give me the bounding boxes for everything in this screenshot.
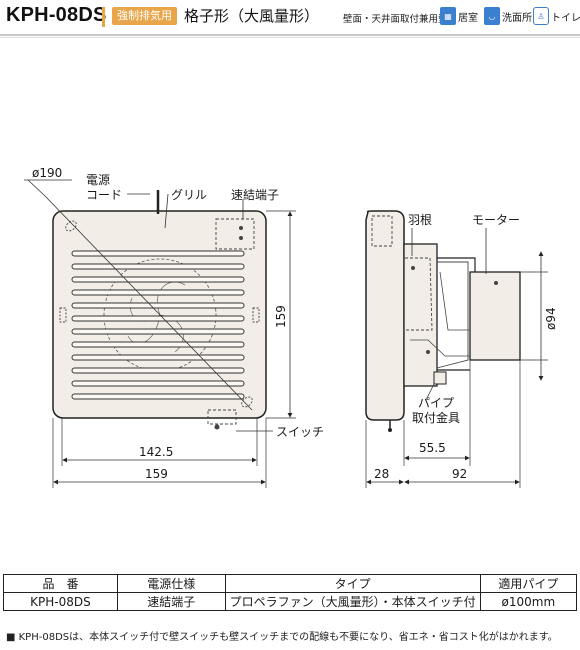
mount-holes: [59, 220, 260, 408]
header-rule: [0, 34, 580, 36]
pipe-diameter-dim: ø94: [544, 307, 558, 330]
accent-bar: [102, 7, 105, 27]
blade-label: 羽根: [408, 213, 432, 227]
grill-label: グリル: [171, 188, 207, 202]
pipe-label-2: 取付金具: [412, 410, 460, 425]
diameter-label: ø190: [32, 166, 62, 180]
side-view: [365, 210, 548, 488]
switch-label: スイッチ: [276, 425, 324, 439]
usage-badge: 強制排気用: [112, 7, 177, 25]
grill-louvers: [71, 250, 245, 400]
motor-housing: [469, 271, 521, 361]
depth-total-dim: 92: [452, 467, 467, 481]
footnote: ■ KPH-08DSは、本体スイッチ付で壁スイッチも壁スイッチまでの配線も不要に…: [6, 632, 558, 643]
header-type: タイプ: [224, 574, 481, 593]
front-view: [24, 179, 296, 488]
switch-box: [207, 409, 237, 425]
cell-power: 速結端子: [116, 592, 226, 611]
technical-drawing: ø190 電源 コード グリル 速結端子 スイッチ 159 142.5 159: [24, 166, 558, 488]
header-rule-thin: [0, 37, 580, 38]
outer-width-dim: 159: [145, 467, 168, 481]
use-label: 居室: [458, 12, 478, 24]
front-height-dim: 159: [274, 305, 288, 328]
header-pipe: 適用パイプ: [479, 574, 578, 593]
spec-table-header: 品 番 電源仕様 タイプ 適用パイプ: [3, 574, 578, 593]
diameter-line: [44, 195, 253, 411]
motor-label: モーター: [472, 213, 520, 227]
header-model: 品 番: [3, 574, 118, 593]
depth-front-dim: 28: [374, 467, 389, 481]
mount-type: 壁面・天井面取付兼用型: [343, 14, 448, 25]
cell-model: KPH-08DS: [3, 592, 118, 611]
cell-type: プロペラファン（大風量形）・本体スイッチ付: [224, 592, 481, 611]
use-toilet: ♙ トイレ: [533, 6, 580, 26]
page-header: KPH-08DS 強制排気用 格子形（大風量形） 壁面・天井面取付兼用型 ▦ 居…: [0, 0, 580, 42]
model-number: KPH-08DS: [6, 4, 107, 26]
blade-outline: [405, 257, 433, 331]
use-label: トイレ: [551, 12, 580, 24]
side-body: [403, 243, 438, 387]
side-panel: [365, 210, 405, 421]
terminal-box: [215, 218, 255, 250]
product-type: 格子形（大風量形）: [184, 7, 320, 25]
cord-label-2: コード: [86, 188, 122, 202]
inner-width-dim: 142.5: [139, 445, 173, 459]
spec-table: 品 番 電源仕様 タイプ 適用パイプ KPH-08DS 速結端子 プロペラファン…: [3, 574, 578, 611]
use-label: 洗面所: [502, 12, 532, 24]
living-room-icon: ▦: [440, 7, 456, 25]
cord-label-1: 電源: [86, 173, 110, 187]
depth-pipe-dim: 55.5: [419, 441, 446, 455]
pipe-bracket: [433, 371, 447, 385]
terminal-label: 速結端子: [231, 188, 279, 202]
use-washroom: ◡ 洗面所: [484, 6, 532, 26]
toilet-icon: ♙: [533, 7, 549, 25]
cell-pipe: ø100mm: [479, 592, 578, 611]
header-power: 電源仕様: [116, 574, 226, 593]
table-row: KPH-08DS 速結端子 プロペラファン（大風量形）・本体スイッチ付 ø100…: [3, 592, 578, 611]
washroom-icon: ◡: [484, 7, 500, 25]
pipe-label-1: パイプ: [418, 396, 454, 410]
use-living-room: ▦ 居室: [440, 6, 478, 26]
